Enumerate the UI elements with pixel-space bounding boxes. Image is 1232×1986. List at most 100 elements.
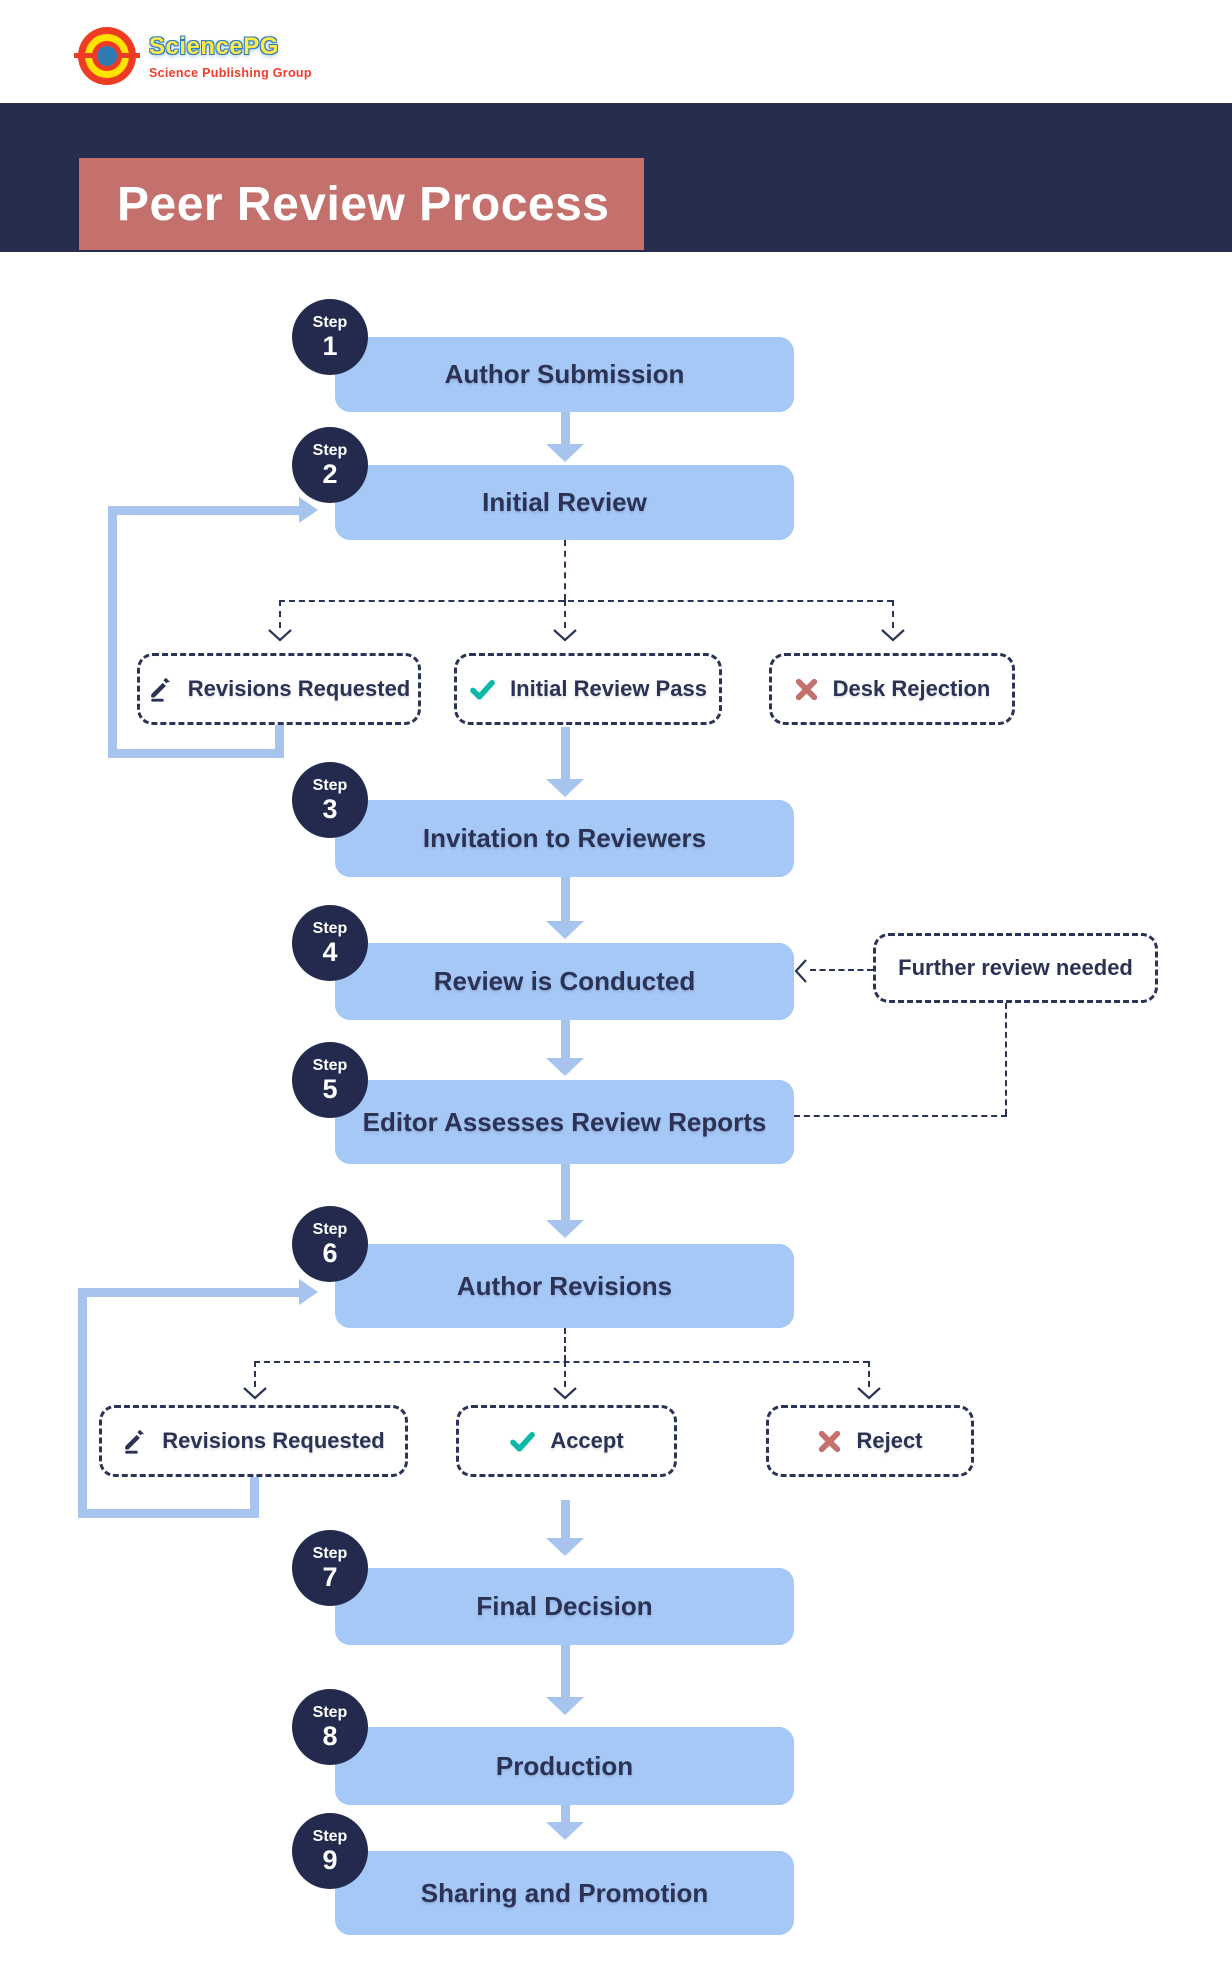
step-title: Initial Review bbox=[482, 487, 647, 517]
logo-core-circle bbox=[97, 46, 117, 66]
title-banner-box: Peer Review Process bbox=[79, 158, 644, 250]
sciencepg-logo: SciencePG Science Publishing Group bbox=[74, 27, 312, 85]
step-title: Author Submission bbox=[444, 359, 685, 389]
loop1-top bbox=[108, 506, 299, 515]
step-box: Sharing and Promotion bbox=[335, 1851, 794, 1935]
step-badge-number: 2 bbox=[322, 459, 338, 489]
decision-label: Accept bbox=[550, 1428, 624, 1453]
step-box: Initial Review bbox=[335, 465, 794, 540]
logo-text: SciencePG Science Publishing Group bbox=[149, 33, 312, 80]
pencil-icon bbox=[148, 676, 174, 702]
decision-desk-rejection: Desk Rejection bbox=[769, 653, 1015, 725]
decision-label: Desk Rejection bbox=[832, 676, 991, 701]
decision-label: Revisions Requested bbox=[187, 676, 411, 701]
decision-revisions-requested-initial: Revisions Requested bbox=[137, 653, 421, 725]
arrow-step5-to-step6 bbox=[546, 1164, 584, 1238]
branch2-drop-middle bbox=[564, 1361, 566, 1387]
arrow-step4-to-step5 bbox=[546, 1020, 584, 1076]
loop1-arrowhead-right-icon bbox=[299, 497, 318, 523]
callout-label: Further review needed bbox=[898, 955, 1133, 980]
step-badge-label: Step bbox=[312, 920, 348, 937]
loop1-stub bbox=[275, 725, 284, 758]
step-badge-number: 4 bbox=[322, 937, 338, 967]
arrow-down-icon bbox=[546, 779, 584, 797]
step-badge-label: Step bbox=[312, 1704, 348, 1721]
step-badge-label: Step bbox=[312, 1545, 348, 1562]
step-badge-label: Step bbox=[312, 1057, 348, 1074]
pencil-icon bbox=[122, 1428, 148, 1454]
loop2-left bbox=[78, 1288, 87, 1518]
step-title: Author Revisions bbox=[456, 1270, 673, 1301]
loop1-left bbox=[108, 506, 117, 758]
decision-label: Reject bbox=[856, 1428, 923, 1453]
decision-label: Revisions Requested bbox=[162, 1428, 385, 1453]
loop2-arrowhead-right-icon bbox=[299, 1279, 318, 1305]
chevron-down-icon bbox=[881, 629, 905, 642]
step-box: Author Revisions bbox=[335, 1244, 794, 1328]
step-badge-label: Step bbox=[312, 1221, 348, 1238]
decision-initial-review-pass: Initial Review Pass bbox=[454, 653, 722, 725]
branch2-horizontal bbox=[254, 1361, 869, 1363]
step-box: Invitation to Reviewers bbox=[335, 800, 794, 877]
chevron-down-icon bbox=[553, 1387, 577, 1400]
step-box: Production bbox=[335, 1727, 794, 1805]
step-title: Editor Assesses Review Reports bbox=[362, 1106, 767, 1137]
step-badge-number: 8 bbox=[322, 1721, 338, 1751]
x-icon bbox=[794, 677, 819, 702]
arrow-down-icon bbox=[546, 1538, 584, 1556]
step-badge-number: 1 bbox=[322, 331, 338, 361]
step-badge-label: Step bbox=[312, 777, 348, 794]
step-title: Sharing and Promotion bbox=[420, 1877, 709, 1908]
arrow-pass-to-step3 bbox=[546, 727, 584, 797]
chevron-down-icon bbox=[268, 629, 292, 642]
chevron-down-icon bbox=[243, 1387, 267, 1400]
callout-elbow-vertical bbox=[1005, 1003, 1007, 1115]
arrow-down-icon bbox=[546, 1697, 584, 1715]
branch1-drop-middle bbox=[564, 600, 566, 628]
branch2-stub bbox=[564, 1328, 566, 1361]
chevron-down-icon bbox=[857, 1387, 881, 1400]
step-badge-number: 3 bbox=[322, 794, 338, 824]
arrow-down-icon bbox=[546, 1822, 584, 1840]
step-box: Final Decision bbox=[335, 1568, 794, 1645]
arrow-down-icon bbox=[546, 444, 584, 462]
step-title: Review is Conducted bbox=[433, 966, 696, 996]
step-box: Review is Conducted bbox=[335, 943, 794, 1020]
step-title: Production bbox=[495, 1750, 634, 1781]
step-badge-number: 5 bbox=[322, 1074, 338, 1104]
decision-accept: Accept bbox=[456, 1405, 677, 1477]
branch2-drop-right bbox=[868, 1361, 870, 1387]
decision-reject: Reject bbox=[766, 1405, 974, 1477]
step-badge-number: 9 bbox=[322, 1845, 338, 1875]
chevron-down-icon bbox=[553, 629, 577, 642]
branch1-horizontal bbox=[279, 600, 893, 602]
step-badge-number: 7 bbox=[322, 1562, 338, 1592]
branch1-drop-left bbox=[279, 600, 281, 628]
step-box: Author Submission bbox=[335, 337, 794, 412]
sciencepg-logo-icon bbox=[74, 27, 140, 85]
arrow-accept-to-step7 bbox=[546, 1500, 584, 1556]
loop2-top bbox=[78, 1288, 299, 1297]
decision-label: Initial Review Pass bbox=[510, 676, 707, 701]
step-title: Invitation to Reviewers bbox=[422, 823, 707, 853]
arrow-step3-to-step4 bbox=[546, 877, 584, 939]
branch1-drop-right bbox=[892, 600, 894, 628]
step-badge-label: Step bbox=[312, 1828, 348, 1845]
arrow-step7-to-step8 bbox=[546, 1645, 584, 1715]
